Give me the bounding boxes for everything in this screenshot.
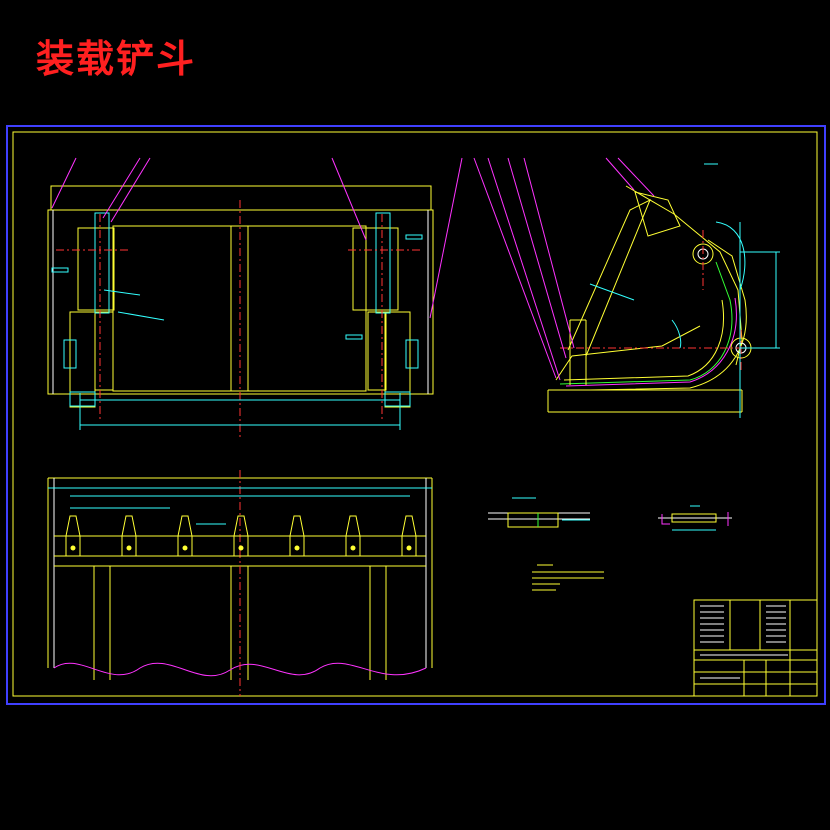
sheet-inner-frame [12,131,818,697]
front-view [47,157,463,440]
detail-section-a [488,497,590,528]
technical-notes [532,564,604,591]
side-view [473,157,780,418]
top-view [47,470,433,696]
drawing-title: 装载铲斗 [36,36,197,81]
detail-section-b [658,505,732,531]
title-block [693,599,818,697]
sheet-outer-frame [6,125,826,705]
